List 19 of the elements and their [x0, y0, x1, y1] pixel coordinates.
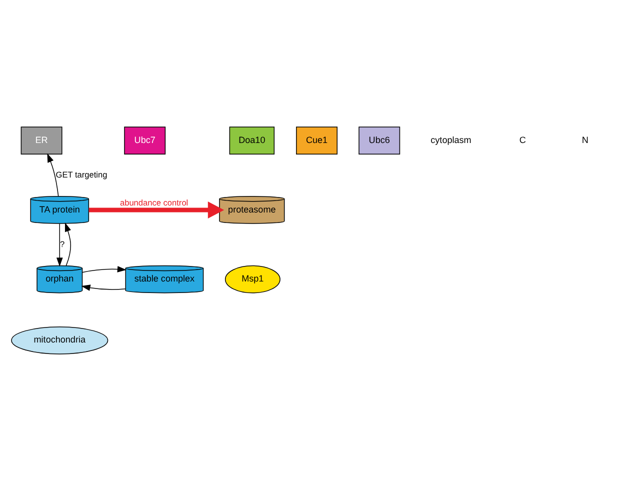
- node-ellipse: Msp1: [224, 264, 280, 293]
- node-box: ER: [20, 126, 62, 154]
- node-box: Ubc6: [358, 126, 400, 154]
- label: N: [582, 134, 588, 144]
- node-box: Cue1: [296, 126, 338, 154]
- node-box: Ubc7: [124, 126, 166, 154]
- label: cytoplasm: [430, 134, 472, 144]
- node-box: Doa10: [229, 126, 275, 154]
- edge-label: abundance control: [120, 196, 188, 207]
- edge-label: ?: [60, 238, 65, 248]
- arrow: [56, 222, 63, 266]
- arrow: [64, 222, 71, 266]
- node-ellipse: mitochondria: [11, 326, 108, 354]
- label: C: [519, 134, 526, 144]
- arrow: [81, 284, 126, 290]
- arrow: [88, 200, 224, 218]
- edge-label: GET targeting: [56, 168, 108, 179]
- arrow: [47, 152, 59, 196]
- arrow: [82, 266, 126, 272]
